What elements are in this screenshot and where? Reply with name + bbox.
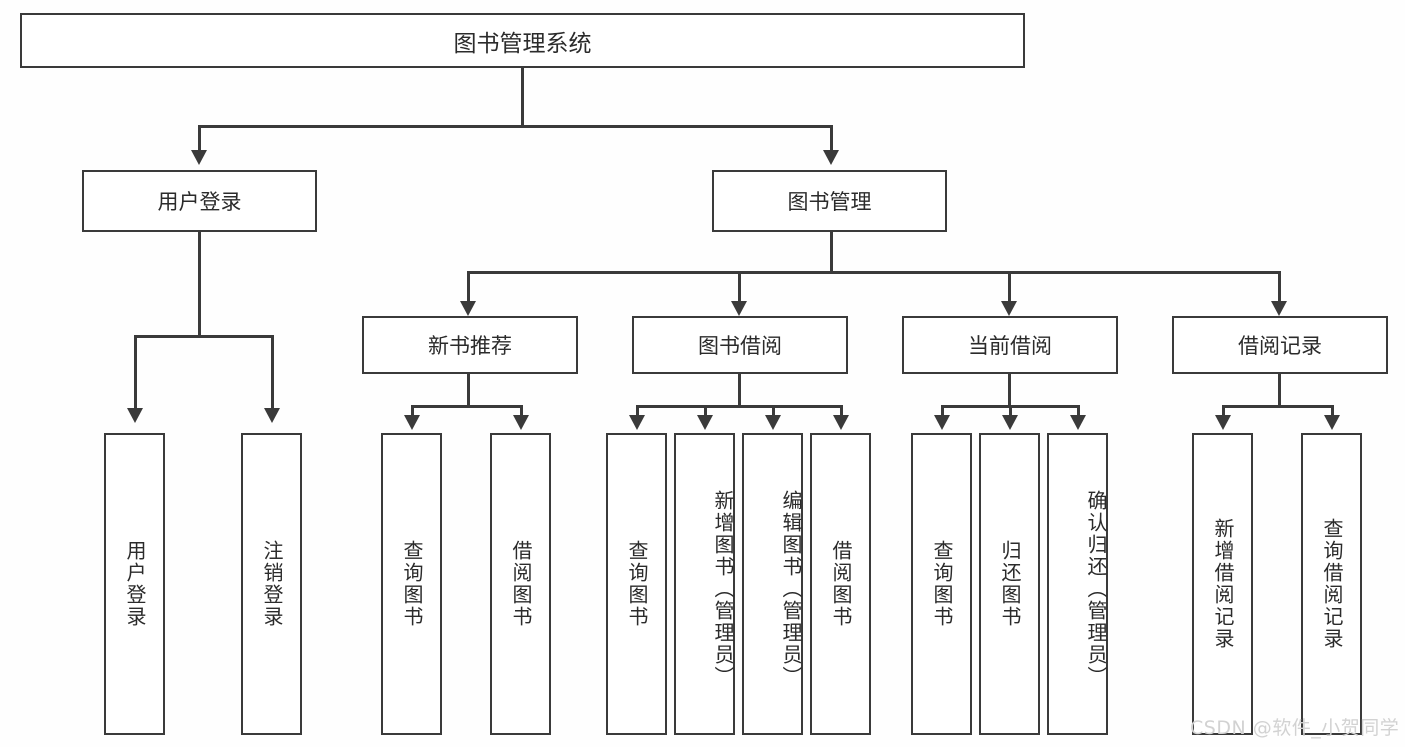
connector-br-drop-1 [1222, 405, 1225, 415]
connector-bb-drop-1 [636, 405, 639, 415]
node-book-management-label: 图书管理 [787, 190, 872, 214]
connector-root-stem [521, 68, 524, 125]
connector-nbr-stem [467, 374, 470, 405]
arrow-user-login-leaf-1 [127, 408, 143, 423]
arrow-br-leaf-1 [1215, 415, 1231, 430]
node-root-label: 图书管理系统 [453, 30, 592, 57]
connector-user-login-bus [134, 335, 272, 338]
connector-bm-drop-4 [1278, 271, 1281, 301]
leaf-user-login[interactable]: 用户登录 [104, 433, 165, 735]
connector-root-to-user-login [198, 125, 201, 150]
arrow-bb-leaf-4 [833, 415, 849, 430]
node-book-borrow-label: 图书借阅 [698, 334, 782, 358]
arrow-cb-leaf-3 [1070, 415, 1086, 430]
connector-bb-stem [738, 374, 741, 405]
arrow-bm-to-current-borrow [1001, 301, 1017, 316]
arrow-bb-leaf-2 [697, 415, 713, 430]
connector-bm-drop-1 [467, 271, 470, 301]
connector-root-to-book-management [830, 125, 833, 150]
leaf-add-record[interactable]: 新增借阅记录 [1192, 433, 1253, 735]
arrow-br-leaf-2 [1324, 415, 1340, 430]
connector-book-management-bus [467, 271, 1278, 274]
arrow-bb-leaf-1 [629, 415, 645, 430]
leaf-add-record-label: 新增借阅记录 [1211, 518, 1235, 650]
connector-bm-drop-3 [1008, 271, 1011, 301]
leaf-query-record[interactable]: 查询借阅记录 [1301, 433, 1362, 735]
connector-book-management-stem [830, 232, 833, 271]
connector-br-bus [1222, 405, 1334, 408]
leaf-query-book-3[interactable]: 查询图书 [911, 433, 972, 735]
arrow-root-to-user-login [191, 150, 207, 165]
arrow-cb-leaf-2 [1002, 415, 1018, 430]
leaf-query-book-1-label: 查询图书 [400, 540, 424, 628]
node-new-book-recommend-label: 新书推荐 [428, 334, 512, 358]
node-user-login-label: 用户登录 [157, 190, 242, 214]
arrow-user-login-leaf-2 [264, 408, 280, 423]
connector-user-login-drop-1 [134, 335, 137, 408]
arrow-bm-to-book-borrow [731, 301, 747, 316]
arrow-bb-leaf-3 [765, 415, 781, 430]
connector-cb-drop-1 [941, 405, 944, 415]
leaf-query-book-1[interactable]: 查询图书 [381, 433, 442, 735]
connector-root-bus [198, 125, 832, 128]
arrow-bm-to-new-book-recommend [460, 301, 476, 316]
leaf-query-book-2[interactable]: 查询图书 [606, 433, 667, 735]
arrow-bm-to-borrow-record [1271, 301, 1287, 316]
arrow-nbr-leaf-1 [404, 415, 420, 430]
leaf-borrow-book-1[interactable]: 借阅图书 [490, 433, 551, 735]
node-user-login[interactable]: 用户登录 [82, 170, 317, 232]
connector-br-drop-2 [1331, 405, 1334, 415]
leaf-confirm-return-label: 确认归还（管理员） [1084, 490, 1108, 688]
leaf-logout-login-label: 注销登录 [260, 540, 284, 628]
arrow-root-to-book-management [823, 150, 839, 165]
node-new-book-recommend[interactable]: 新书推荐 [362, 316, 578, 374]
leaf-return-book-label: 归还图书 [998, 540, 1022, 628]
node-current-borrow[interactable]: 当前借阅 [902, 316, 1118, 374]
node-book-management[interactable]: 图书管理 [712, 170, 947, 232]
connector-user-login-drop-2 [271, 335, 274, 408]
leaf-add-book[interactable]: 新增图书（管理员） [674, 433, 735, 735]
leaf-confirm-return[interactable]: 确认归还（管理员） [1047, 433, 1108, 735]
connector-nbr-drop-2 [520, 405, 523, 415]
connector-cb-drop-2 [1009, 405, 1012, 415]
connector-nbr-drop-1 [411, 405, 414, 415]
connector-br-stem [1278, 374, 1281, 405]
leaf-borrow-book-2-label: 借阅图书 [829, 540, 853, 628]
leaf-query-record-label: 查询借阅记录 [1320, 518, 1344, 650]
leaf-borrow-book-2[interactable]: 借阅图书 [810, 433, 871, 735]
connector-bb-bus [636, 405, 842, 408]
connector-cb-stem [1008, 374, 1011, 405]
leaf-add-book-label: 新增图书（管理员） [711, 490, 735, 688]
node-borrow-record-label: 借阅记录 [1238, 334, 1322, 358]
leaf-logout-login[interactable]: 注销登录 [241, 433, 302, 735]
arrow-cb-leaf-1 [934, 415, 950, 430]
connector-user-login-stem [198, 232, 201, 335]
leaf-borrow-book-1-label: 借阅图书 [509, 540, 533, 628]
connector-nbr-bus [411, 405, 523, 408]
node-book-borrow[interactable]: 图书借阅 [632, 316, 848, 374]
leaf-edit-book-label: 编辑图书（管理员） [779, 490, 803, 688]
leaf-user-login-label: 用户登录 [123, 540, 147, 628]
leaf-query-book-3-label: 查询图书 [930, 540, 954, 628]
node-root[interactable]: 图书管理系统 [20, 13, 1025, 68]
csdn-watermark: CSDN @软件_小贺同学 [1190, 717, 1400, 739]
leaf-edit-book[interactable]: 编辑图书（管理员） [742, 433, 803, 735]
connector-cb-drop-3 [1077, 405, 1080, 415]
connector-bm-drop-2 [738, 271, 741, 301]
connector-bb-drop-3 [772, 405, 775, 415]
leaf-return-book[interactable]: 归还图书 [979, 433, 1040, 735]
node-borrow-record[interactable]: 借阅记录 [1172, 316, 1388, 374]
node-current-borrow-label: 当前借阅 [968, 334, 1052, 358]
connector-bb-drop-4 [840, 405, 843, 415]
connector-bb-drop-2 [704, 405, 707, 415]
leaf-query-book-2-label: 查询图书 [625, 540, 649, 628]
arrow-nbr-leaf-2 [513, 415, 529, 430]
